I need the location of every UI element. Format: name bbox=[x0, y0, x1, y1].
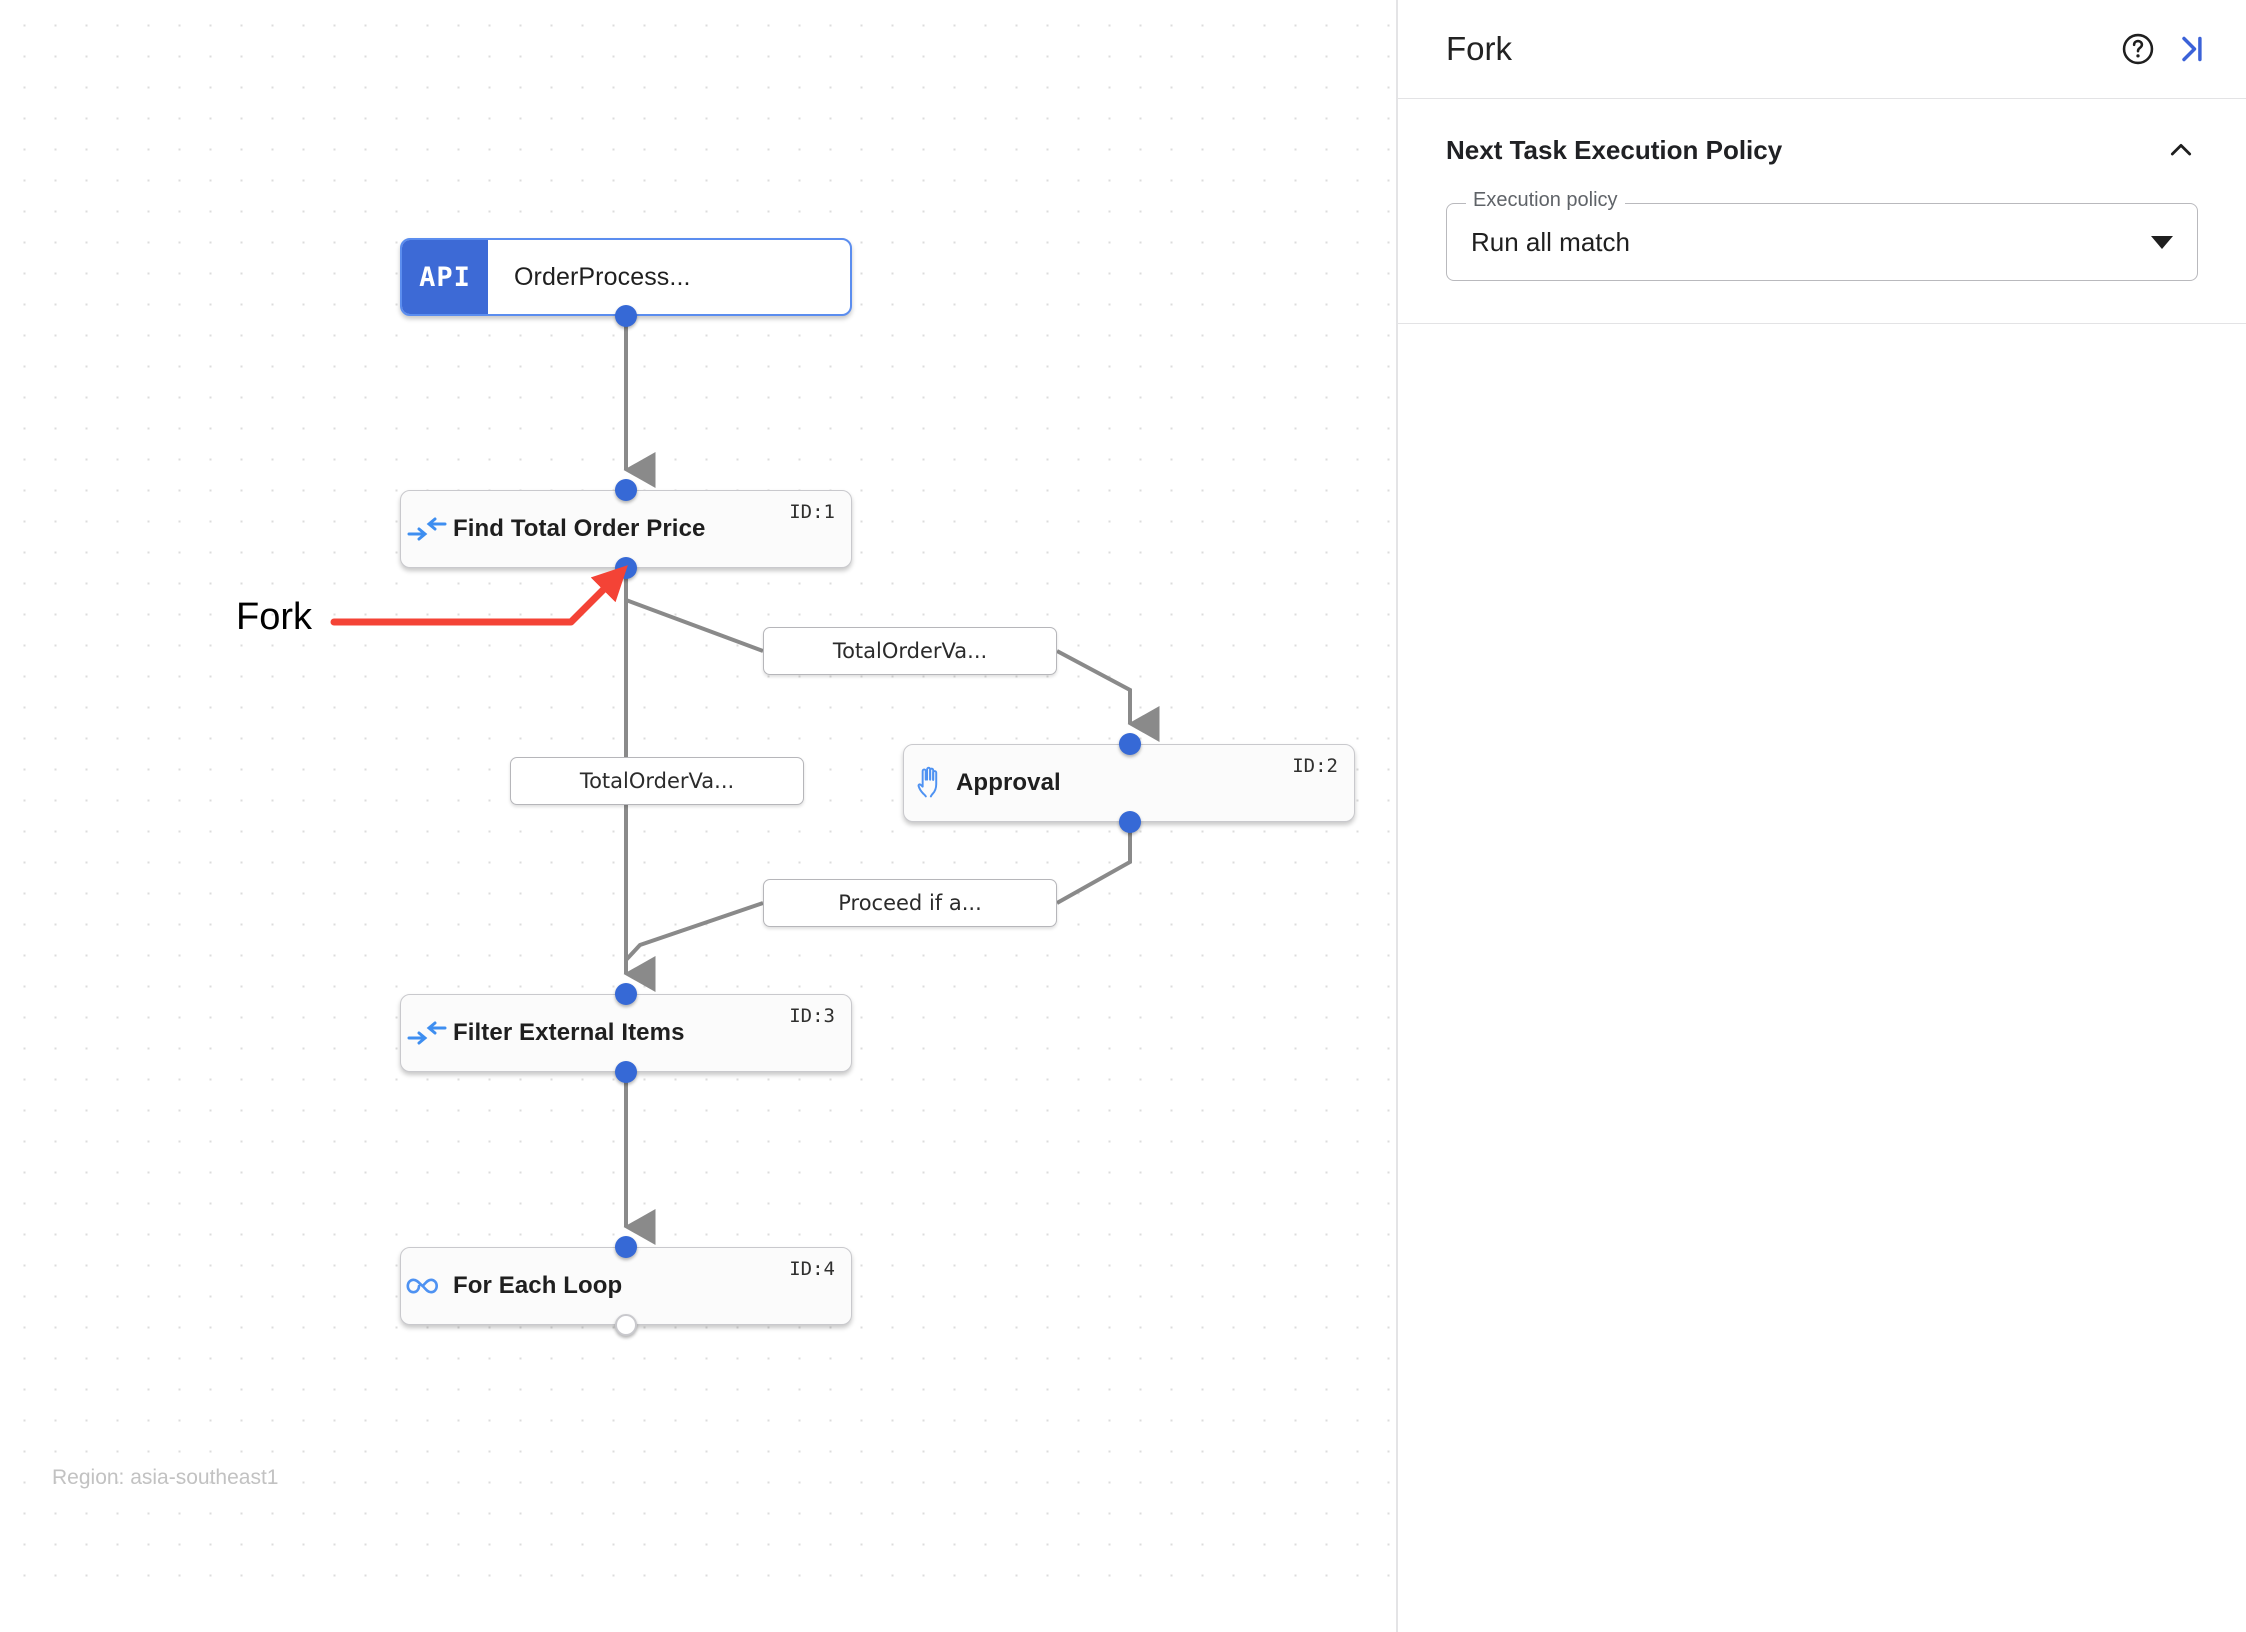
region-label: Region: asia-southeast1 bbox=[52, 1466, 279, 1489]
next-task-execution-policy-section: Next Task Execution Policy Run all match… bbox=[1398, 99, 2246, 324]
annotation-label-fork: Fork bbox=[236, 596, 312, 638]
connector-out-filter-external-items[interactable] bbox=[615, 1061, 637, 1083]
section-title: Next Task Execution Policy bbox=[1446, 134, 1783, 165]
node-title: Filter External Items bbox=[453, 1019, 685, 1046]
section-header[interactable]: Next Task Execution Policy bbox=[1446, 133, 2198, 167]
node-id-badge: ID:3 bbox=[789, 1005, 835, 1027]
node-for-each-loop[interactable]: For Each Loop ID:4 bbox=[400, 1247, 852, 1325]
execution-policy-value: Run all match bbox=[1471, 226, 1630, 257]
node-approval[interactable]: Approval ID:2 bbox=[903, 744, 1355, 822]
edge-label[interactable]: Proceed if a... bbox=[763, 879, 1057, 927]
node-find-total-order-price[interactable]: Find Total Order Price ID:1 bbox=[400, 490, 852, 568]
collapse-right-icon[interactable] bbox=[2164, 23, 2216, 75]
infinity-icon bbox=[401, 1274, 453, 1298]
chevron-up-icon[interactable] bbox=[2164, 133, 2198, 167]
execution-policy-select[interactable]: Run all match bbox=[1446, 203, 2198, 281]
connector-in-approval[interactable] bbox=[1119, 733, 1141, 755]
workflow-canvas[interactable]: API OrderProcess... Find Total Order Pri… bbox=[0, 0, 1398, 1598]
hand-icon bbox=[904, 765, 956, 801]
connector-out-find-total-order-price[interactable] bbox=[615, 557, 637, 579]
node-title: OrderProcess... bbox=[514, 262, 691, 291]
merge-arrows-icon bbox=[401, 1019, 453, 1047]
help-circle-icon[interactable] bbox=[2112, 23, 2164, 75]
edge-label[interactable]: TotalOrderVa... bbox=[510, 757, 804, 805]
node-filter-external-items[interactable]: Filter External Items ID:3 bbox=[400, 994, 852, 1072]
properties-panel: Fork Next Task Execution Policy bbox=[1398, 0, 2246, 1632]
panel-title: Fork bbox=[1446, 30, 1512, 67]
merge-arrows-icon bbox=[401, 515, 453, 543]
connector-out-order-process[interactable] bbox=[615, 305, 637, 327]
execution-policy-label: Execution policy bbox=[1466, 189, 1625, 212]
node-id-badge: ID:1 bbox=[789, 501, 835, 523]
connector-out-approval[interactable] bbox=[1119, 811, 1141, 833]
connector-in-find-total-order-price[interactable] bbox=[615, 479, 637, 501]
execution-policy-field[interactable]: Run all match Execution policy bbox=[1446, 189, 2198, 281]
edge-label[interactable]: TotalOrderVa... bbox=[763, 627, 1057, 675]
connector-out-for-each-loop[interactable] bbox=[615, 1314, 637, 1336]
node-id-badge: ID:2 bbox=[1292, 755, 1338, 777]
panel-header: Fork bbox=[1398, 0, 2246, 99]
api-badge-label: API bbox=[419, 261, 471, 293]
node-title: For Each Loop bbox=[453, 1272, 623, 1299]
node-title: Find Total Order Price bbox=[453, 515, 706, 542]
node-id-badge: ID:4 bbox=[789, 1258, 835, 1280]
connector-in-filter-external-items[interactable] bbox=[615, 983, 637, 1005]
chevron-down-icon[interactable] bbox=[2151, 235, 2173, 249]
node-title: Approval bbox=[956, 769, 1061, 796]
connector-in-for-each-loop[interactable] bbox=[615, 1236, 637, 1258]
node-order-process[interactable]: API OrderProcess... bbox=[400, 238, 852, 316]
api-icon: API bbox=[402, 240, 488, 314]
canvas-bottom-strip bbox=[0, 1598, 1398, 1632]
